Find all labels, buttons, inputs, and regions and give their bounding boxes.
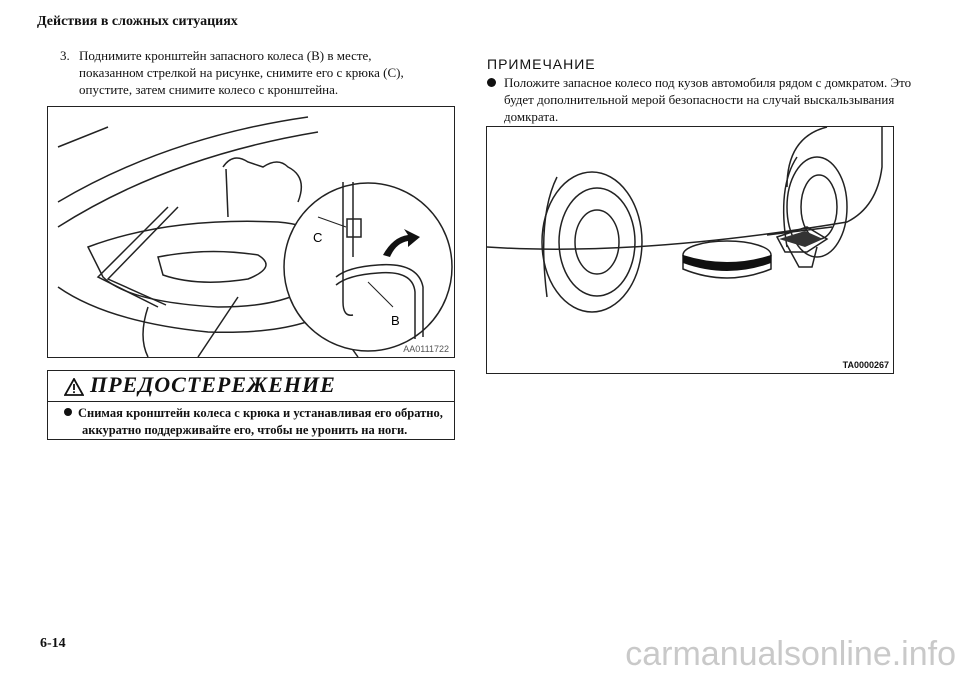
label-c: C bbox=[313, 230, 322, 245]
section-header: Действия в сложных ситуациях bbox=[37, 14, 238, 29]
warning-box: ПРЕДОСТЕРЕЖЕНИЕ Снимая кронштейн колеса … bbox=[47, 370, 455, 440]
label-b: B bbox=[391, 313, 400, 328]
watermark: carmanualsonline.info bbox=[625, 635, 956, 673]
warning-line-1: Снимая кронштейн колеса с крюка и устана… bbox=[78, 406, 443, 420]
note-title: ПРИМЕЧАНИЕ bbox=[487, 56, 596, 72]
page-number: 6-14 bbox=[40, 636, 66, 651]
warning-line-2: аккуратно поддерживайте его, чтобы не ур… bbox=[82, 423, 408, 437]
step-number: 3. bbox=[60, 48, 70, 63]
figure-code: AA0111722 bbox=[403, 344, 449, 354]
figure-spare-wheel-bracket: C B AA0111722 bbox=[47, 106, 455, 358]
warning-title: ПРЕДОСТЕРЕЖЕНИЕ bbox=[90, 372, 336, 397]
warning-header: ПРЕДОСТЕРЕЖЕНИЕ bbox=[48, 371, 454, 402]
bullet-icon bbox=[64, 408, 72, 416]
warning-text: Снимая кронштейн колеса с крюка и устана… bbox=[64, 405, 443, 439]
bullet-icon bbox=[487, 78, 496, 87]
spare-wheel-illustration: C B bbox=[57, 116, 453, 357]
figure-wheel-under-body: TA0000267 bbox=[486, 126, 894, 374]
step-3: 3. Поднимите кронштейн запасного колеса … bbox=[60, 47, 460, 98]
figure-code: TA0000267 bbox=[842, 360, 889, 370]
note-body: Положите запасное колесо под кузов автом… bbox=[504, 75, 912, 124]
note-text: Положите запасное колесо под кузов автом… bbox=[487, 74, 914, 125]
wheel-under-car-illustration bbox=[487, 127, 883, 313]
warning-triangle-icon bbox=[64, 378, 84, 396]
step-text: Поднимите кронштейн запасного колеса (B)… bbox=[79, 48, 404, 97]
